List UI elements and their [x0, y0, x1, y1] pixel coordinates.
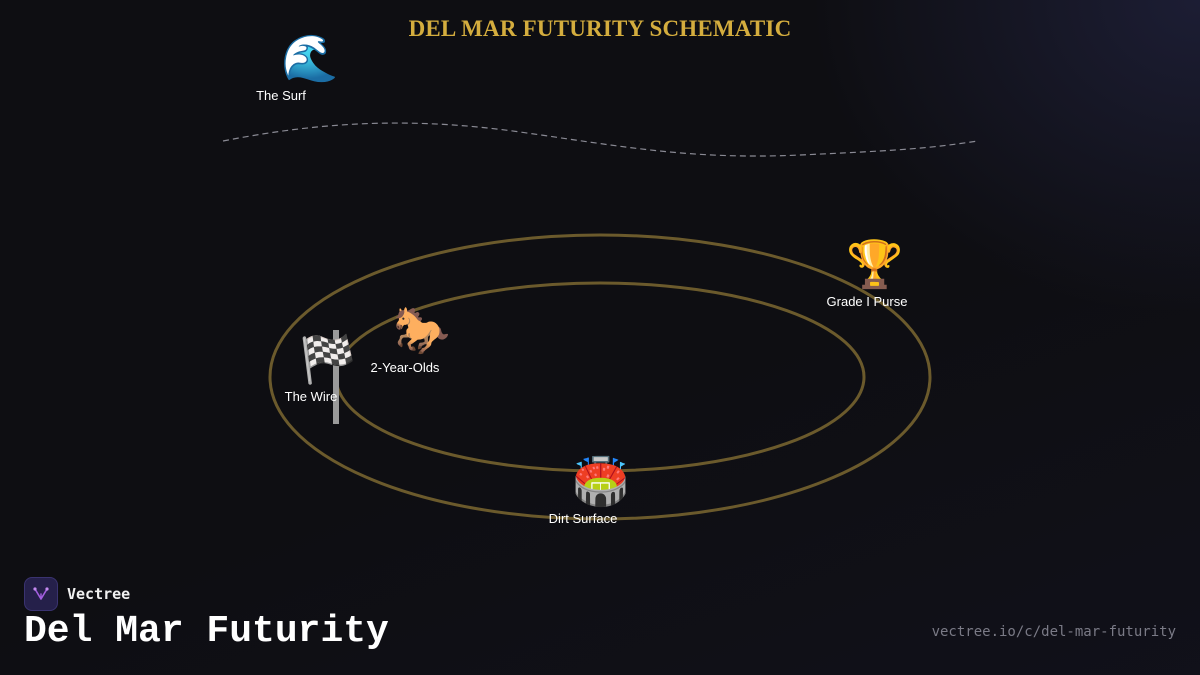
- trophy-icon: 🏆: [846, 238, 904, 290]
- diagram-title: DEL MAR FUTURITY SCHEMATIC: [408, 16, 792, 41]
- brand: Vectree: [24, 577, 130, 611]
- node-label: The Surf: [256, 88, 306, 103]
- page-title: Del Mar Futurity: [24, 610, 389, 653]
- node-dirt-surface: 🏟️ Dirt Surface: [531, 455, 671, 526]
- checkered-flag-icon: 🏁: [299, 333, 357, 385]
- source-url[interactable]: vectree.io/c/del-mar-futurity: [931, 624, 1176, 640]
- node-label: 2-Year-Olds: [370, 360, 440, 375]
- outer-track: [268, 233, 932, 521]
- vectree-logo-icon: [24, 577, 58, 611]
- shoreline-line: [222, 122, 979, 157]
- node-label: Grade I Purse: [826, 294, 908, 309]
- node-the-wire: 🏁 The Wire: [258, 333, 398, 404]
- horse-icon: 🐎: [393, 304, 451, 356]
- brand-name: Vectree: [67, 585, 131, 603]
- stadium-icon: 🏟️: [572, 455, 630, 507]
- node-the-surf: 🌊 The Surf: [240, 32, 380, 103]
- finish-post: [333, 330, 339, 424]
- node-2-year-olds: 🐎 2-Year-Olds: [352, 304, 492, 375]
- node-label: Dirt Surface: [548, 511, 618, 526]
- wave-icon: 🌊: [281, 32, 339, 84]
- node-grade-i-purse: 🏆 Grade I Purse: [805, 238, 945, 309]
- node-label: The Wire: [284, 389, 338, 404]
